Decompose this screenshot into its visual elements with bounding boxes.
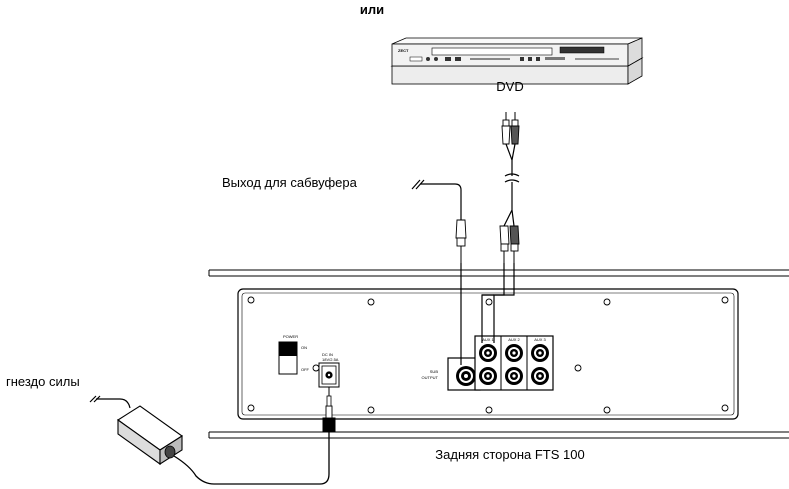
aux-jacks <box>479 344 549 385</box>
aux3-label: AUX 3 <box>534 337 546 342</box>
dc-spec-label: 18V/2.5A <box>322 357 339 362</box>
panel-screw-holes <box>247 296 729 414</box>
dc-in-jack: DC IN 18V/2.5A <box>318 352 340 388</box>
power-socket-label: гнездо силы <box>6 374 80 389</box>
aux-rca-plugs <box>499 225 520 263</box>
power-on-label: ON <box>301 345 307 350</box>
cable-break-mark <box>503 168 520 227</box>
sub-output-label-line1: SUB <box>430 369 439 374</box>
sub-output-cable: Выход для сабвуфера <box>222 175 467 263</box>
aux2-label: AUX 2 <box>508 337 520 342</box>
aux-inputs: AUX 1 AUX 2 AUX 3 <box>474 335 554 391</box>
power-switch: POWER ON OFF <box>278 334 320 375</box>
dc-plug <box>322 387 336 433</box>
or-label: или <box>360 2 384 17</box>
power-label: POWER <box>283 334 298 339</box>
sub-output-caption: Выход для сабвуфера <box>222 175 358 190</box>
sub-output-label-line2: OUTPUT <box>422 375 439 380</box>
dvd-rca-plugs <box>501 112 520 168</box>
dvd-label: DVD <box>496 79 523 94</box>
aux-connection-wires <box>481 263 515 343</box>
power-off-label: OFF <box>301 367 310 372</box>
rear-panel-caption: Задняя сторона FTS 100 <box>435 447 584 462</box>
aux1-label: AUX 1 <box>482 337 494 342</box>
dvd-brand: ZECT <box>398 48 409 53</box>
power-adapter: гнездо силы <box>6 374 330 485</box>
dvd-player: ZECT <box>390 37 644 85</box>
rear-panel-frame <box>208 269 789 439</box>
dc-in-label: DC IN <box>322 352 333 357</box>
